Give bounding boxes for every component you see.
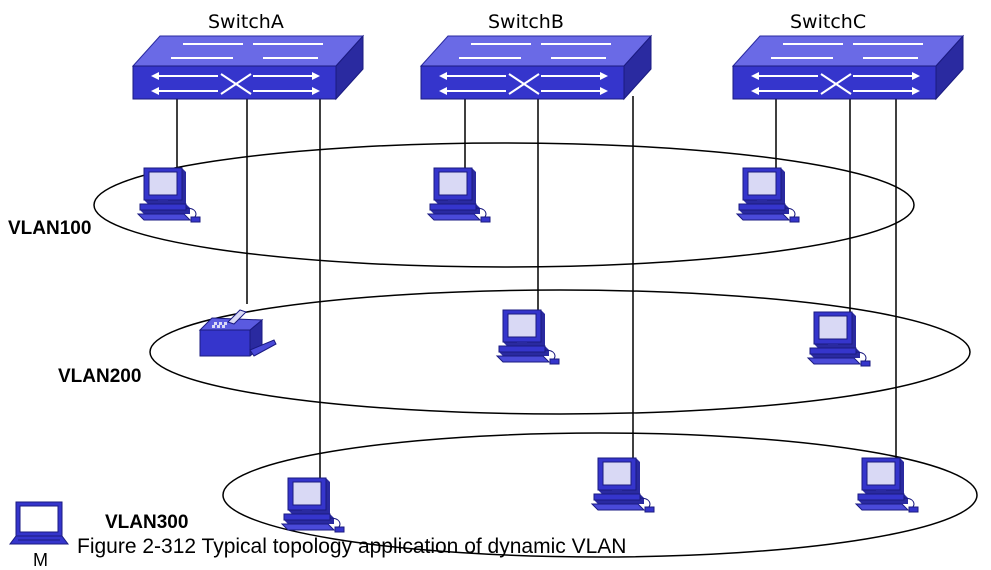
laptop-icon <box>9 501 69 545</box>
vlan300-computer-b-icon <box>591 457 655 513</box>
connection-lines <box>176 96 897 478</box>
vlan100-computer-b-icon <box>427 167 491 223</box>
switch-b-label: SwitchB <box>488 11 564 33</box>
corner-mark: M <box>33 550 48 570</box>
vlan300-ellipse <box>222 432 978 558</box>
switch-b-icon <box>420 35 652 100</box>
vlan100-computer-c-icon <box>736 167 800 223</box>
vlan200-computer-b-icon <box>496 309 560 365</box>
vlan300-computer-a-icon <box>281 477 345 533</box>
vlan100-label: VLAN100 <box>8 218 91 239</box>
vlan200-label: VLAN200 <box>58 366 141 387</box>
switch-a-label: SwitchA <box>208 11 284 33</box>
vlan100-ellipse <box>93 142 915 268</box>
vlan200-ellipse <box>149 289 971 415</box>
figure-caption: Figure 2-312 Typical topology applicatio… <box>77 535 626 558</box>
vlan200-computer-c-icon <box>807 311 871 367</box>
switch-c-label: SwitchC <box>790 11 866 33</box>
vlan300-computer-c-icon <box>855 457 919 513</box>
vlan300-label: VLAN300 <box>105 512 188 533</box>
vlan200-fax-icon <box>199 309 277 357</box>
switch-c-icon <box>732 35 964 100</box>
switch-a-icon <box>132 35 364 100</box>
vlan100-computer-a-icon <box>137 167 201 223</box>
